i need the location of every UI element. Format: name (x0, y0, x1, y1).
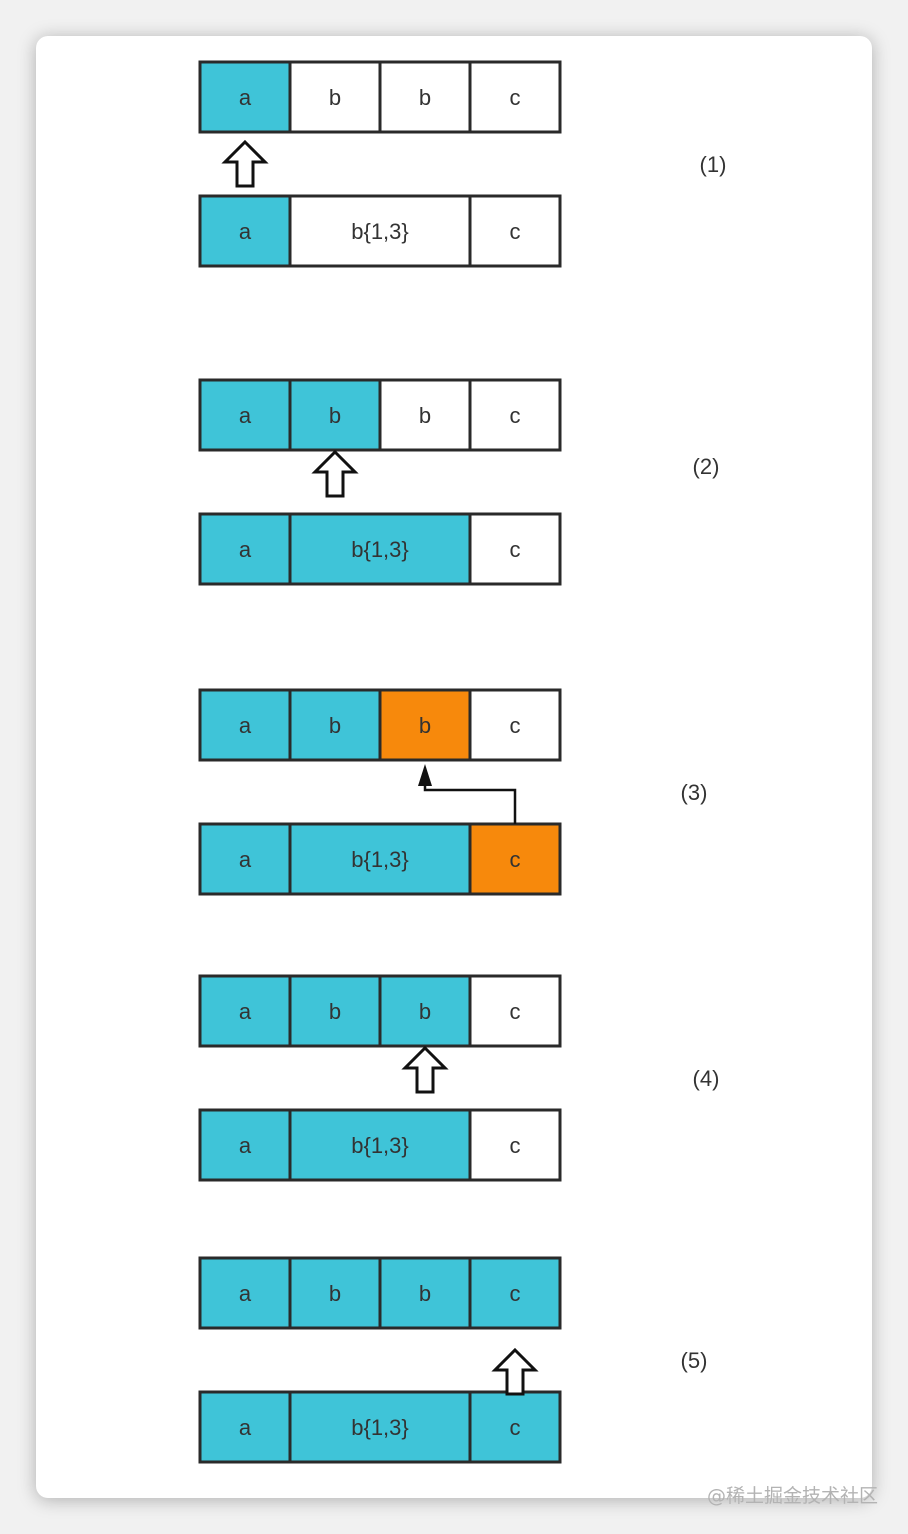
step-5-pattern-row-cell-label-2: c (510, 1415, 521, 1440)
step-4-label: (4) (693, 1066, 720, 1091)
step-3-pattern-row-cell-0 (198, 822, 292, 896)
step-4-pattern-row-cell-label-1: b{1,3} (351, 1133, 409, 1158)
step-5-label: (5) (681, 1348, 708, 1373)
step-5-input-row-cell-2 (378, 1256, 472, 1330)
step-1-pattern-row-cell-label-1: b{1,3} (351, 219, 409, 244)
step-2-pattern-row-cell-label-1: b{1,3} (351, 537, 409, 562)
step-2-input-row-cell-label-0: a (239, 403, 252, 428)
step-4-pattern-row: a b{1,3} c (198, 1108, 562, 1182)
step-5-pattern-row-cell-0 (198, 1390, 292, 1464)
step-3-backtrack-head (418, 764, 432, 786)
step-2-input-row-cell-2 (378, 378, 472, 452)
step-2-pattern-row-cell-label-0: a (239, 537, 252, 562)
step-4-pointer-arrow (401, 1045, 449, 1094)
step-1-label: (1) (700, 152, 727, 177)
step-1-input-row-cell-label-1: b (329, 85, 341, 110)
step-4-input-row-cell-2 (378, 974, 472, 1048)
step-1-pattern-row-cell-label-0: a (239, 219, 252, 244)
step-2-pattern-row-cell-2 (468, 512, 562, 586)
step-1-pattern-row: a b{1,3} c (198, 194, 562, 268)
step-4-input-row-cell-label-1: b (329, 999, 341, 1024)
step-4-input-row-cell-0 (198, 974, 292, 1048)
step-4-pattern-row-cell-label-2: c (510, 1133, 521, 1158)
step-5-input-row-cell-label-1: b (329, 1281, 341, 1306)
step-3-input-row-cell-2 (378, 688, 472, 762)
step-5-input-row-cell-label-3: c (510, 1281, 521, 1306)
step-4-pattern-row-cell-0 (198, 1108, 292, 1182)
step-2-pattern-row-cell-1 (288, 512, 472, 586)
step-3-pattern-row-cell-label-1: b{1,3} (351, 847, 409, 872)
step-3-pattern-row-cell-label-2: c (510, 847, 521, 872)
step-2-pattern-row: a b{1,3} c (198, 512, 562, 586)
step-2-input-row-cell-label-3: c (510, 403, 521, 428)
step-5-input-row-cell-1 (288, 1256, 382, 1330)
step-4-pattern-row-cell-2 (468, 1108, 562, 1182)
step-1-pattern-row-cell-1 (288, 194, 472, 268)
step-1-input-row-cell-label-0: a (239, 85, 252, 110)
step-3-input-row-cell-label-2: b (419, 713, 431, 738)
step-2-input-row-cell-label-1: b (329, 403, 341, 428)
step-3-input-row-cell-label-1: b (329, 713, 341, 738)
step-1-input-row-cell-0 (198, 60, 292, 134)
step-2-input-row-cell-3 (468, 378, 562, 452)
step-5-pattern-row-cell-label-0: a (239, 1415, 252, 1440)
step-2-pattern-row-cell-label-2: c (510, 537, 521, 562)
step-1-input-row-cell-3 (468, 60, 562, 134)
step-3-input-row-cell-label-0: a (239, 713, 252, 738)
step-1-pattern-row-cell-0 (198, 194, 292, 268)
step-4-input-row-cell-3 (468, 974, 562, 1048)
step-4-pattern-row-cell-label-0: a (239, 1133, 252, 1158)
step-1-input-row-cell-2 (378, 60, 472, 134)
step-3-input-row-cell-label-3: c (510, 713, 521, 738)
step-4-input-row-cell-label-3: c (510, 999, 521, 1024)
step-1-input-row-cell-label-2: b (419, 85, 431, 110)
step-1-pointer-arrow (221, 139, 269, 188)
step-5-input-row-cell-label-0: a (239, 1281, 252, 1306)
step-3-input-row-cell-0 (198, 688, 292, 762)
step-3-pattern-row-cell-label-0: a (239, 847, 252, 872)
step-1-input-row-cell-1 (288, 60, 382, 134)
step-1-pattern-row-cell-2 (468, 194, 562, 268)
step-3-label: (3) (681, 780, 708, 805)
step-2-input-row-cell-0 (198, 378, 292, 452)
step-5-input-row-cell-3 (468, 1256, 562, 1330)
step-2-input-row-cell-label-2: b (419, 403, 431, 428)
step-4-input-row-cell-1 (288, 974, 382, 1048)
step-4-input-row-cell-label-2: b (419, 999, 431, 1024)
step-5-pointer-arrow (491, 1347, 539, 1396)
step-5-pattern-row: a b{1,3} c (198, 1390, 562, 1464)
step-2-pattern-row-cell-0 (198, 512, 292, 586)
step-3-backtrack-arrow (418, 764, 517, 824)
step-1-pattern-row-cell-label-2: c (510, 219, 521, 244)
step-3-backtrack-line (423, 782, 517, 824)
step-5-pattern-row-cell-label-1: b{1,3} (351, 1415, 409, 1440)
step-3-pattern-row: a b{1,3} c (198, 822, 562, 896)
step-2-pointer-arrow (311, 449, 359, 498)
step-3-input-row-cell-3 (468, 688, 562, 762)
step-5-pattern-row-cell-2 (468, 1390, 562, 1464)
step-5-input-row-cell-0 (198, 1256, 292, 1330)
step-3-input-row-cell-1 (288, 688, 382, 762)
step-5-input-row-cell-label-2: b (419, 1281, 431, 1306)
watermark: @稀土掘金技术社区 (706, 1485, 878, 1507)
step-1-input-row-cell-label-3: c (510, 85, 521, 110)
step-2-label: (2) (693, 454, 720, 479)
step-4-input-row-cell-label-0: a (239, 999, 252, 1024)
diagram-card (36, 36, 872, 1498)
